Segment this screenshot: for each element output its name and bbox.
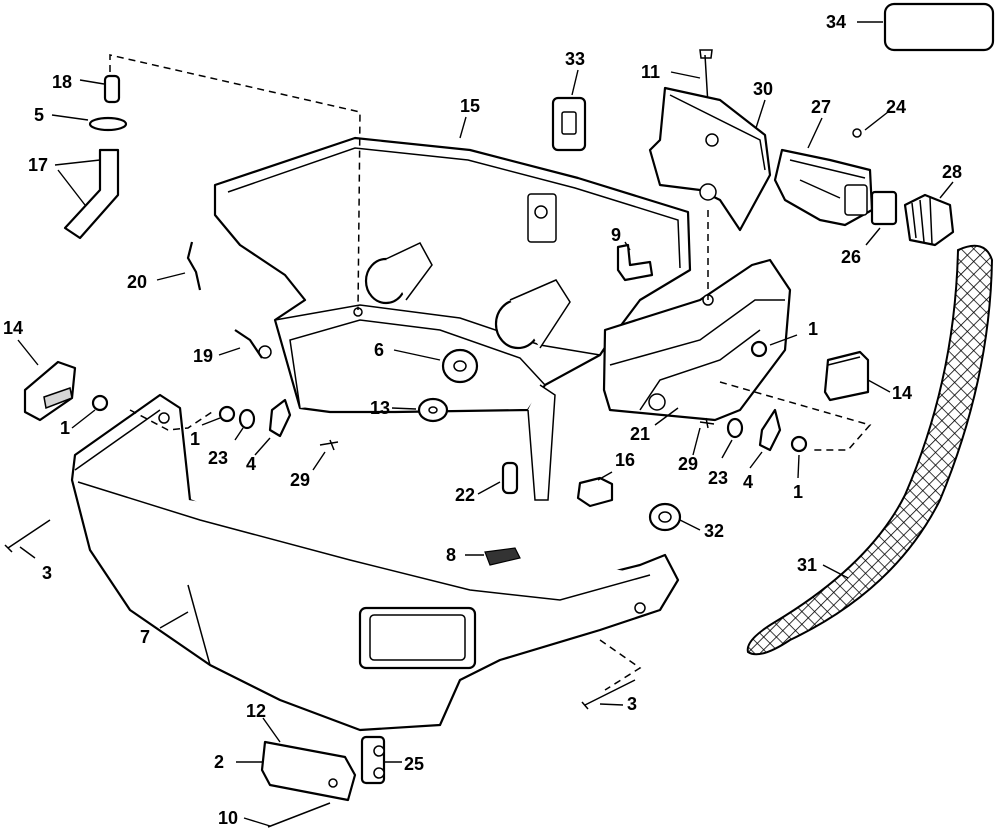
callout-6: 6: [374, 340, 384, 360]
callout-9: 9: [611, 225, 621, 245]
part-27-duct: [773, 128, 874, 227]
callout-13: 13: [370, 398, 390, 418]
callout-17: 17: [28, 155, 48, 175]
dashed-guides: [109, 54, 872, 691]
callout-28: 28: [942, 162, 962, 182]
callout-15: 15: [460, 96, 480, 116]
callout-33: 33: [565, 49, 585, 69]
callout-26: 26: [841, 247, 861, 267]
part-7-lower-cowl: [70, 393, 680, 732]
callout-7: 7: [140, 627, 150, 647]
callout-12: 12: [246, 701, 266, 721]
part-34-box: [883, 2, 995, 52]
callout-8: 8: [446, 545, 456, 565]
callout-11: 11: [641, 62, 660, 82]
callout-21: 21: [630, 424, 650, 444]
callout-14-right: 14: [892, 383, 912, 403]
callout-5: 5: [34, 105, 44, 125]
callout-1-left-mid: 1: [190, 429, 200, 449]
part-21-bracket: [602, 258, 792, 422]
callout-34: 34: [826, 12, 846, 32]
callout-2: 2: [214, 752, 224, 772]
callout-20: 20: [127, 272, 147, 292]
callout-22: 22: [455, 485, 475, 505]
part-30-housing: [648, 86, 772, 232]
callout-27: 27: [811, 97, 831, 117]
callout-24: 24: [886, 97, 906, 117]
callout-29-left: 29: [290, 470, 310, 490]
leader-lines: [17, 21, 954, 827]
callout-19: 19: [193, 346, 213, 366]
callout-16: 16: [615, 450, 635, 470]
callout-1-right-top: 1: [808, 319, 818, 339]
callout-3-left: 3: [42, 563, 52, 583]
callout-23-left: 23: [208, 448, 228, 468]
part-28-boot: [903, 193, 955, 247]
callout-23-right: 23: [708, 468, 728, 488]
callout-32: 32: [704, 521, 724, 541]
inner-liner: [527, 384, 556, 501]
callout-10: 10: [218, 808, 238, 828]
callout-14-left: 14: [3, 318, 23, 338]
callout-4-right: 4: [743, 472, 753, 492]
callout-numbers: 34 33 11 30 27 24 18 5 15 17 28 9 26 20 …: [3, 12, 962, 828]
callout-4-left: 4: [246, 454, 256, 474]
part-31-mesh-seal: [746, 244, 994, 656]
callout-31: 31: [797, 555, 817, 575]
callout-3-right: 3: [627, 694, 637, 714]
callout-18: 18: [52, 72, 72, 92]
part-14-left: [23, 360, 77, 422]
callout-29-right: 29: [678, 454, 698, 474]
part-14-right: [823, 350, 870, 402]
callout-30: 30: [753, 79, 773, 99]
part-2-plate: [260, 740, 357, 828]
callout-1-right-bottom: 1: [793, 482, 803, 502]
part-15-upper-tray: [213, 136, 692, 414]
callout-25: 25: [404, 754, 424, 774]
part-26-gasket: [870, 190, 898, 226]
part-25-block: [360, 735, 386, 785]
small-parts: [4, 49, 808, 710]
callout-1-left: 1: [60, 418, 70, 438]
